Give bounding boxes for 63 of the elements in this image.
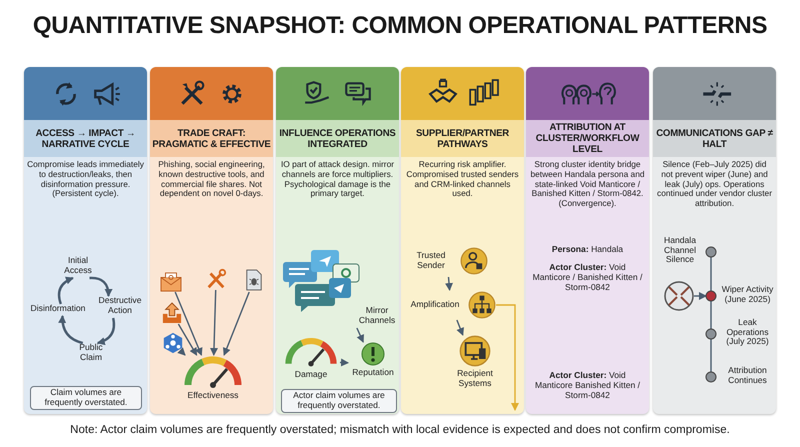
file-bug-icon (245, 268, 263, 292)
timeline-label: Leak Operations (July 2025) (725, 318, 770, 347)
caption: Note: Actor claim volumes are frequently overstated; mismatch with local evidence is expected and does not confirm compromise. (69, 424, 731, 436)
timeline-label: Wiper Activity (June 2025) (720, 285, 774, 304)
arrow (340, 358, 349, 366)
connector-line (710, 257, 712, 291)
arrow (694, 292, 707, 300)
arrow (58, 276, 74, 304)
node-label: Amplification (410, 300, 460, 310)
column-panel (150, 67, 273, 414)
attribution-label: Persona: Handala (550, 244, 624, 254)
column-heading: ATTRIBUTION AT CLUSTER/WORKFLOW LEVEL (534, 122, 640, 155)
arrow (496, 304, 519, 411)
column-text: Strong cluster identity bridge between Handala persona and state-linked Void Manticore / Banished Kitten / Storm-0842. (Convergence). (529, 160, 646, 209)
column-heading: TRADE CRAFT: PRAGMATIC & EFFECTIVE (151, 128, 272, 150)
column-panel (276, 67, 399, 414)
connector-line (710, 301, 712, 329)
attribution-label: Actor Cluster: Void Manticore / Banished Kitten / Storm-0842 (532, 262, 644, 292)
column-text: Recurring risk amplifier. Compromised trusted senders and CRM-linked channels used. (405, 160, 520, 200)
cycle-step-label: Disinformation (26, 304, 90, 316)
arrow (177, 347, 186, 356)
broken-cable-icon (664, 281, 694, 311)
arrow (210, 290, 218, 356)
node-label: Mirror Channels (358, 306, 396, 326)
column-heading: ACCESS → IMPACT → NARRATIVE CYCLE (34, 128, 136, 150)
arrow (356, 328, 364, 343)
upload-icon (162, 302, 182, 324)
column-panel (401, 67, 524, 414)
column-text: IO part of attack design. mirror channels are force multipliers. Psychological damage is the primary target. (280, 160, 396, 200)
email-icon (160, 272, 182, 292)
column-text: Compromise leads immediately to destruction/leaks, then disinformation pressure. (Persistent cycle). (27, 160, 144, 200)
column-panel (24, 67, 147, 414)
arrow (222, 292, 250, 356)
arrow (96, 318, 116, 345)
node-label: Effectiveness (186, 391, 240, 401)
timeline-label: Attribution Continues (727, 366, 768, 386)
column-heading: SUPPLIER/PARTNER PATHWAYS (414, 128, 510, 150)
arrow (445, 276, 453, 291)
cycle-step-label: Destructive Action (94, 296, 146, 318)
tools-icon (205, 268, 227, 290)
cycle-step-label: Initial Access (56, 256, 100, 278)
column-panel (526, 67, 649, 414)
title: QUANTITATIVE SNAPSHOT: COMMON OPERATIONAL PATTERNS (32, 12, 768, 40)
column-text: Silence (Feb–July 2025) did not prevent wiper (June) and leak (July) ops. Operations continued under vendor cluster attribution. (656, 160, 773, 209)
arrow (58, 315, 84, 344)
cycle-step-label: Public Claim (70, 343, 112, 365)
timeline-label: Handala Channel Silence (662, 236, 697, 265)
column-text: Phishing, social engineering, known destructive tools, and commercial file shares. Not dependent on novel 0-days. (157, 160, 266, 200)
column-heading: COMMUNICATIONS GAP ≠ HALT (655, 128, 774, 150)
node-label: Damage (294, 370, 328, 380)
connector-line (710, 339, 712, 372)
node-label: Recipient Systems (456, 369, 494, 388)
arrow (89, 276, 112, 297)
callout-box: Claim volumes are frequently overstated. (30, 386, 142, 410)
network-icon (162, 332, 184, 354)
column-panel (653, 67, 776, 414)
column-heading: INFLUENCE OPERATIONS INTEGRATED (278, 128, 397, 150)
node-label: Reputation (351, 368, 395, 378)
arrow (178, 324, 198, 356)
node-label: Trusted Sender (416, 251, 446, 270)
callout-box: Actor claim volumes are frequently overstated. (281, 389, 397, 413)
attribution-label: Actor Cluster: Void Manticore Banished Kitten / Storm-0842 (534, 370, 642, 400)
arrow (456, 320, 464, 336)
